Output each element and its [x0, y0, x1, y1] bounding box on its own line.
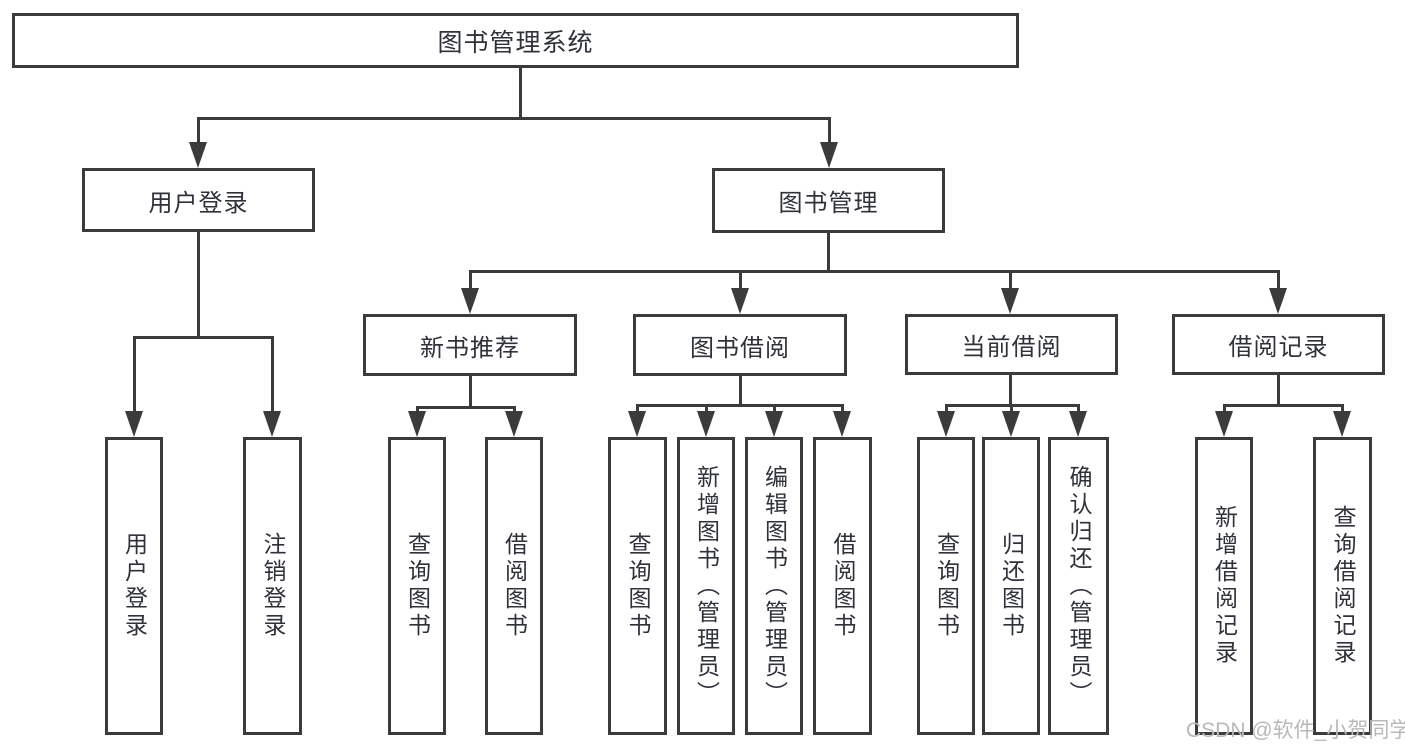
- leaf-logout: 注销登录: [243, 437, 302, 735]
- node-label: 用户登录: [148, 189, 249, 217]
- connector-line-vertical: [1076, 405, 1080, 416]
- node-library-management-system: 图书管理系统: [12, 13, 1019, 68]
- connector-line-vertical: [1222, 405, 1226, 416]
- leaf-label: 新增图书（管理员）: [693, 464, 720, 708]
- leaf-label: 借阅图书: [501, 532, 528, 640]
- node-current-borrowing: 当前借阅: [905, 314, 1118, 375]
- arrow-down-icon: [833, 411, 851, 437]
- connector-line-vertical: [738, 376, 742, 405]
- leaf-label: 借阅图书: [830, 532, 856, 640]
- leaf-label: 查询图书: [404, 532, 431, 640]
- connector-line-horizontal: [468, 269, 1280, 273]
- arrow-down-icon: [1269, 288, 1287, 314]
- connector-line-vertical: [827, 118, 831, 146]
- leaf-borrow-books-recommendation: 借阅图书: [485, 437, 543, 735]
- leaf-return-book: 归还图书: [982, 437, 1040, 735]
- leaf-borrow-books-borrowing: 借阅图书: [813, 437, 872, 735]
- node-label: 图书借阅: [690, 334, 790, 362]
- connector-line-horizontal: [196, 116, 831, 120]
- node-book-management: 图书管理: [712, 168, 945, 233]
- arrow-down-icon: [697, 411, 715, 437]
- connector-line-vertical: [468, 376, 472, 407]
- connector-line-vertical: [1276, 271, 1280, 292]
- arrow-down-icon: [765, 411, 783, 437]
- connector-line-horizontal: [415, 405, 516, 409]
- arrow-down-icon: [263, 411, 281, 437]
- leaf-confirm-return-admin: 确认归还（管理员）: [1048, 437, 1109, 735]
- arrow-down-icon: [461, 288, 479, 314]
- arrow-down-icon: [1001, 288, 1019, 314]
- leaf-query-borrow-record: 查询借阅记录: [1313, 437, 1372, 735]
- leaf-edit-book-admin: 编辑图书（管理员）: [745, 437, 803, 735]
- connector-line-vertical: [1008, 271, 1012, 292]
- arrow-down-icon: [1069, 411, 1087, 437]
- connector-line-vertical: [1009, 405, 1013, 416]
- connector-line-vertical: [944, 405, 948, 416]
- leaf-query-books-borrowing: 查询图书: [608, 437, 667, 735]
- leaf-label: 注销登录: [260, 532, 286, 640]
- leaf-label: 查询借阅记录: [1330, 505, 1356, 667]
- leaf-query-books-current: 查询图书: [917, 437, 975, 735]
- arrow-down-icon: [189, 142, 207, 168]
- connector-line-vertical: [840, 405, 844, 416]
- connector-line-vertical: [468, 271, 472, 292]
- leaf-add-borrow-record: 新增借阅记录: [1195, 437, 1253, 735]
- node-label: 借阅记录: [1228, 334, 1329, 361]
- connector-line-vertical: [1276, 375, 1280, 405]
- node-label: 图书管理系统: [437, 28, 594, 57]
- arrow-down-icon: [731, 288, 749, 314]
- leaf-label: 用户登录: [121, 532, 148, 640]
- arrow-down-icon: [628, 411, 646, 437]
- arrow-down-icon: [1002, 411, 1020, 437]
- node-label: 新书推荐: [420, 334, 520, 362]
- leaf-label: 查询图书: [933, 532, 960, 640]
- connector-line-vertical: [635, 405, 639, 416]
- leaf-label: 归还图书: [998, 532, 1025, 640]
- leaf-label: 编辑图书（管理员）: [761, 464, 788, 708]
- connector-line-vertical: [132, 337, 136, 414]
- connector-line-vertical: [196, 232, 200, 337]
- node-label: 图书管理: [778, 190, 879, 217]
- connector-line-vertical: [196, 118, 200, 146]
- arrow-down-icon: [820, 142, 838, 168]
- connector-line-vertical: [1008, 375, 1012, 405]
- node-user-login: 用户登录: [82, 168, 315, 232]
- connector-line-vertical: [772, 405, 776, 416]
- connector-line-vertical: [826, 233, 830, 271]
- node-label: 当前借阅: [961, 334, 1062, 361]
- connector-line-vertical: [704, 405, 708, 416]
- node-new-book-recommendation: 新书推荐: [363, 314, 577, 376]
- leaf-label: 查询图书: [625, 532, 651, 640]
- arrow-down-icon: [1215, 411, 1233, 437]
- connector-line-horizontal: [635, 403, 844, 407]
- leaf-label: 确认归还（管理员）: [1066, 464, 1092, 708]
- node-book-borrowing: 图书借阅: [633, 314, 847, 376]
- connector-line-horizontal: [1222, 403, 1344, 407]
- connector-line-vertical: [518, 68, 522, 118]
- arrow-down-icon: [505, 411, 523, 437]
- arrow-down-icon: [125, 411, 143, 437]
- leaf-user-login: 用户登录: [105, 437, 163, 735]
- leaf-add-book-admin: 新增图书（管理员）: [677, 437, 735, 735]
- connector-line-horizontal: [132, 335, 274, 339]
- connector-line-vertical: [738, 271, 742, 292]
- leaf-label: 新增借阅记录: [1211, 505, 1238, 667]
- leaf-query-books-recommendation: 查询图书: [388, 437, 446, 735]
- watermark: CSDN @软件_小贺同学: [1186, 719, 1405, 742]
- connector-line-vertical: [1340, 405, 1344, 416]
- arrow-down-icon: [937, 411, 955, 437]
- connector-line-vertical: [270, 337, 274, 414]
- node-borrowing-records: 借阅记录: [1172, 314, 1385, 375]
- arrow-down-icon: [1333, 411, 1351, 437]
- arrow-down-icon: [408, 411, 426, 437]
